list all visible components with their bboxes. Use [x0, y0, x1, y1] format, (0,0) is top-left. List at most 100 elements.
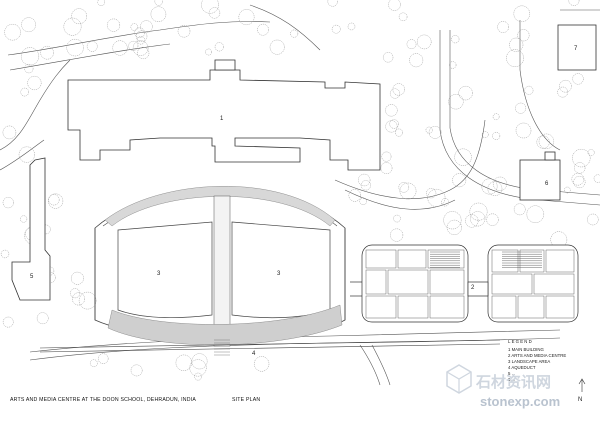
tree-icon	[398, 12, 408, 22]
label-building-5: 5	[30, 274, 34, 280]
tree-icon	[571, 172, 585, 186]
tree-icon	[175, 354, 192, 371]
tree-icon	[481, 178, 498, 195]
tree-icon	[0, 249, 10, 259]
tree-icon	[257, 23, 269, 36]
tree-icon	[130, 23, 139, 31]
tree-icon	[2, 316, 14, 328]
tree-icon	[509, 37, 524, 52]
tree-icon	[538, 133, 555, 149]
tree-icon	[2, 197, 14, 209]
north-arrow-icon: N	[578, 378, 586, 403]
tree-icon	[380, 162, 393, 174]
tree-icon	[128, 40, 139, 51]
legend-item: 6 ...	[508, 377, 515, 382]
tree-icon	[201, 0, 219, 14]
tree-icon	[526, 205, 545, 223]
legend-item: 3 LANDSCAPE AREA	[508, 359, 550, 364]
tree-icon	[416, 34, 432, 50]
legend-item: 4 AQUEDUCT	[508, 365, 536, 370]
tree-icon	[135, 30, 148, 42]
label-aqueduct: 4	[252, 351, 256, 357]
tree-icon	[385, 120, 398, 133]
tree-icon	[382, 52, 394, 63]
tree-icon	[486, 213, 499, 226]
room-outline	[365, 295, 397, 319]
tree-icon	[150, 6, 167, 22]
tree-icon	[253, 356, 270, 372]
tree-icon	[97, 353, 109, 364]
tree-icon	[465, 214, 479, 228]
tree-icon	[557, 86, 569, 98]
watermark-url: stonexp.com	[480, 394, 560, 409]
room-outline	[365, 249, 397, 269]
project-title: ARTS AND MEDIA CENTRE AT THE DOON SCHOOL…	[10, 397, 196, 403]
building-5	[11, 157, 51, 301]
tree-icon	[454, 148, 472, 166]
tree-canopy-group	[0, 0, 600, 381]
tree-icon	[497, 21, 509, 33]
tree-icon	[21, 17, 36, 33]
arts-media-centre	[350, 244, 579, 323]
tree-icon	[517, 29, 530, 42]
tree-icon	[66, 38, 84, 57]
label-main-building: 1	[220, 116, 224, 122]
tree-icon	[177, 24, 191, 38]
room-outline	[491, 295, 517, 319]
tree-icon	[381, 151, 392, 162]
watermark-chinese: 石材资讯网	[475, 373, 551, 391]
tree-icon	[390, 228, 404, 242]
tree-icon	[48, 194, 60, 206]
room-outline	[533, 273, 575, 295]
room-outline	[545, 295, 575, 319]
tree-icon	[536, 135, 550, 149]
sheet-title: SITE PLAN	[232, 397, 260, 403]
tree-icon	[40, 45, 54, 60]
tree-icon	[524, 85, 534, 95]
tree-icon	[27, 75, 42, 91]
tree-icon	[452, 173, 467, 188]
tree-icon	[154, 0, 163, 6]
legend-item: 5 ...	[508, 371, 515, 376]
tree-icon	[70, 288, 81, 299]
arts-media-centre-rooms	[365, 249, 575, 319]
tree-icon	[426, 188, 437, 199]
label-landscape-right: 3	[277, 271, 281, 277]
tree-icon	[106, 18, 121, 32]
tree-icon	[513, 203, 526, 216]
tree-icon	[238, 9, 255, 26]
tree-icon	[573, 175, 586, 189]
tree-icon	[470, 211, 486, 227]
tree-icon	[492, 176, 508, 191]
tree-icon	[359, 197, 367, 205]
tree-icon	[395, 128, 403, 137]
legend: LEGEND 1 MAIN BUILDING 2 ARTS AND MEDIA …	[508, 339, 566, 382]
tree-icon	[481, 131, 489, 138]
tree-icon	[568, 0, 580, 6]
tree-icon	[78, 291, 97, 310]
tree-icon	[392, 83, 405, 96]
tree-icon	[72, 292, 85, 306]
tree-icon	[20, 47, 40, 66]
tree-icon	[214, 42, 224, 52]
label-arts-media-centre: 2	[471, 285, 475, 291]
building-7	[557, 24, 597, 71]
tree-icon	[331, 24, 341, 34]
room-outline	[429, 295, 465, 319]
tree-icon	[89, 359, 98, 368]
room-outline	[545, 249, 575, 273]
legend-item: 1 MAIN BUILDING	[508, 347, 544, 352]
tree-icon	[593, 174, 600, 183]
room-outline	[397, 249, 427, 269]
tree-icon	[587, 149, 595, 157]
tree-icon	[4, 23, 21, 41]
tree-icon	[587, 213, 599, 226]
tree-icon	[327, 0, 338, 7]
tree-icon	[24, 64, 34, 74]
main-building	[67, 59, 381, 171]
tree-icon	[559, 79, 572, 93]
tree-icon	[389, 88, 401, 99]
tree-icon	[446, 219, 462, 235]
building-6	[519, 151, 561, 201]
